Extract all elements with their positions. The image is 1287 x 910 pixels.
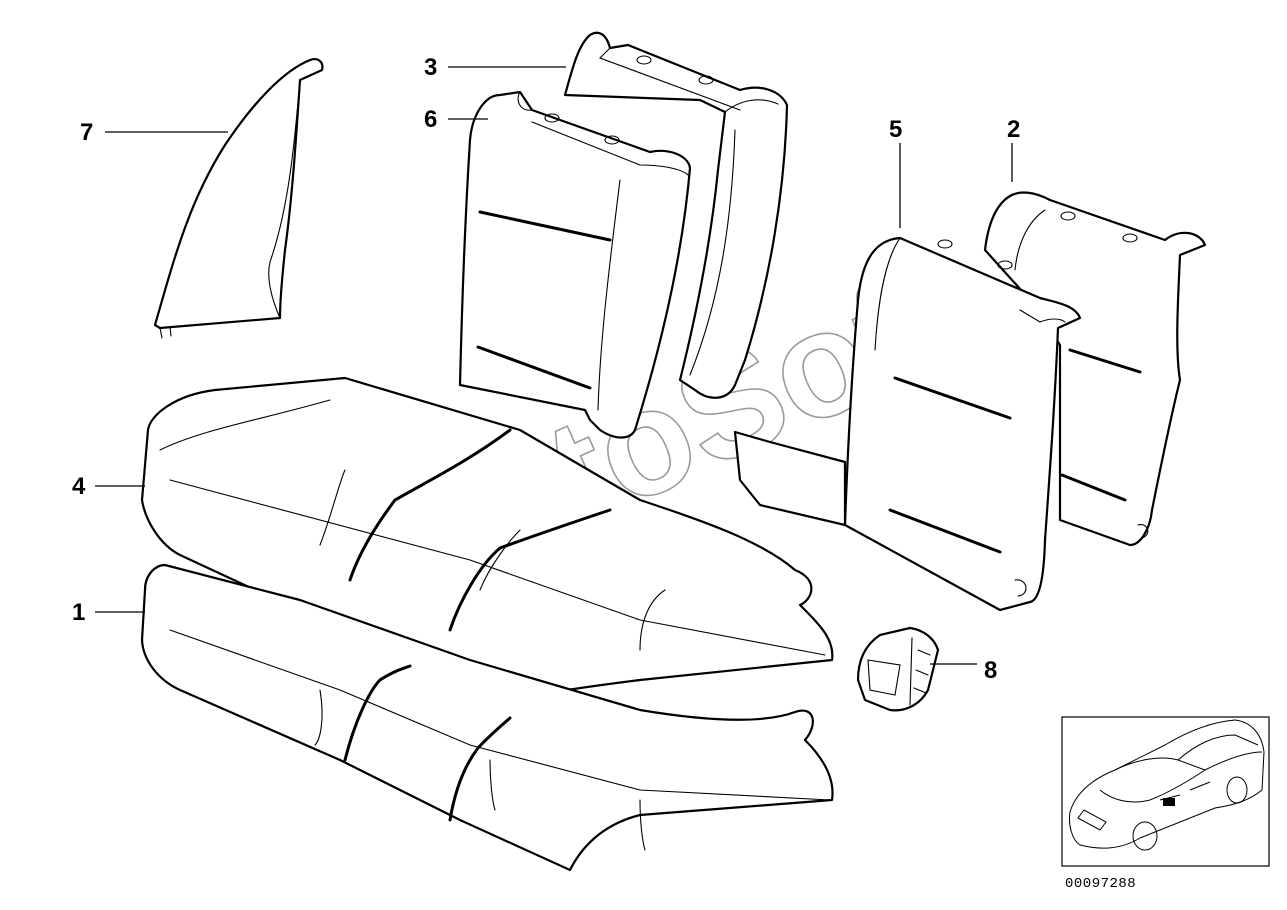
vehicle-thumbnail	[1061, 716, 1270, 867]
callout-1: 1	[72, 599, 85, 626]
callout-4: 4	[72, 473, 86, 500]
part-6-backrest-pad[interactable]	[458, 90, 692, 439]
part-1-seat-foam[interactable]	[140, 563, 834, 872]
callout-2: 2	[1007, 116, 1020, 143]
leader-lines	[95, 66, 1013, 665]
callout-5: 5	[889, 116, 902, 143]
part-8-bracket[interactable]	[856, 626, 940, 712]
callout-8: 8	[984, 657, 997, 684]
reference-code: 00097288	[1065, 876, 1136, 892]
part-7-trim-panel[interactable]	[153, 58, 324, 339]
part-2-backrest-cover[interactable]	[983, 191, 1207, 547]
part-3-backrest-cover[interactable]	[563, 31, 789, 399]
callout-6: 6	[424, 106, 437, 133]
part-5-backrest-pad[interactable]	[733, 236, 1082, 612]
callout-7: 7	[80, 119, 93, 146]
callout-3: 3	[424, 54, 437, 81]
thumb-highlight-seat	[1163, 798, 1175, 806]
